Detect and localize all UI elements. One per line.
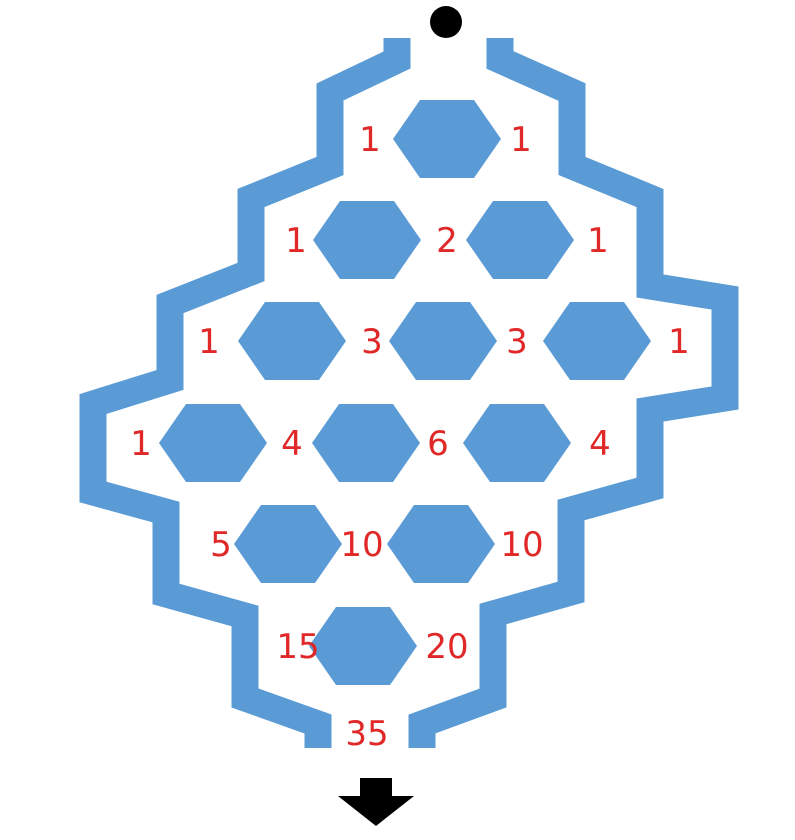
path-count-row2-2: 2 [436, 221, 458, 261]
arrow-down-icon [338, 778, 414, 826]
path-count-row2-1: 1 [285, 221, 307, 261]
path-count-row3-1: 1 [198, 322, 220, 362]
path-count-row6-1: 15 [276, 627, 319, 667]
hexagon-grid [159, 100, 651, 685]
hexagon-row5-2 [387, 505, 495, 583]
hexagon-row2-2 [466, 201, 574, 279]
path-count-row3-2: 3 [361, 322, 383, 362]
hexagon-row1-1 [393, 100, 501, 178]
path-count-row4-3: 6 [427, 424, 449, 464]
maze-wall-left [79, 38, 411, 748]
ball-icon [430, 6, 462, 38]
path-count-row2-3: 1 [587, 221, 609, 261]
exit-count-label: 35 [345, 714, 388, 754]
hexagon-row2-1 [313, 201, 421, 279]
hexagon-row4-2 [312, 404, 420, 482]
hexagon-row4-1 [159, 404, 267, 482]
hexagon-row3-1 [238, 302, 346, 380]
hexagon-row3-3 [543, 302, 651, 380]
path-count-row3-4: 1 [668, 322, 690, 362]
path-count-row5-1: 5 [210, 525, 232, 565]
path-count-row4-4: 4 [589, 424, 611, 464]
path-count-row1-2: 1 [510, 120, 532, 160]
hexagon-row5-1 [234, 505, 342, 583]
maze-wall-right [408, 38, 739, 748]
path-count-row3-3: 3 [506, 322, 528, 362]
path-counts: 1 1 1 2 1 1 3 3 1 1 4 6 4 5 10 10 15 20 [130, 120, 690, 667]
path-count-row1-1: 1 [359, 120, 381, 160]
path-count-row5-3: 10 [500, 525, 543, 565]
hexagon-row6-1 [309, 607, 417, 685]
maze-walls [79, 38, 739, 748]
path-count-row5-2: 10 [340, 525, 383, 565]
hexagon-row4-3 [463, 404, 571, 482]
path-count-row4-2: 4 [281, 424, 303, 464]
path-count-row6-2: 20 [425, 627, 468, 667]
path-count-row4-1: 1 [130, 424, 152, 464]
hexagon-row3-2 [389, 302, 497, 380]
